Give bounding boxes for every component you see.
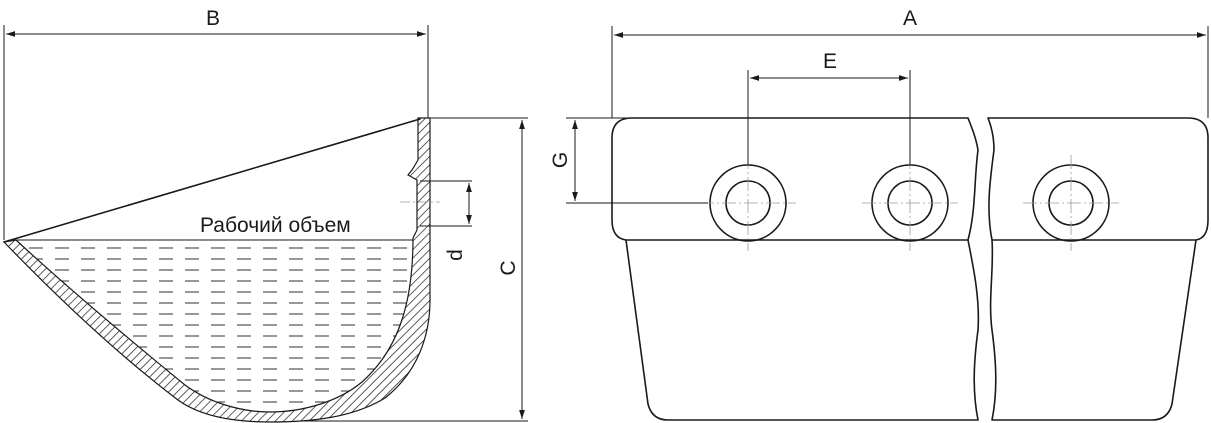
dim-g-label: G bbox=[549, 152, 572, 168]
bucket-front-right-part bbox=[987, 117, 1209, 421]
bucket-front-left-part bbox=[611, 117, 980, 421]
bucket-top-edge bbox=[3, 118, 421, 243]
side-view: d B C Рабочий объем bbox=[2, 7, 528, 423]
bucket-shell-section bbox=[2, 117, 431, 423]
dim-e-label: E bbox=[823, 50, 837, 73]
dim-d-label: d bbox=[444, 249, 467, 261]
dim-b-label: B bbox=[206, 7, 220, 30]
bolt-hole-3 bbox=[1023, 155, 1119, 251]
dim-a-label: A bbox=[903, 7, 917, 30]
front-view: A E G bbox=[549, 7, 1209, 421]
bolt-hole-2 bbox=[862, 155, 958, 251]
working-volume-caption: Рабочий объем bbox=[200, 214, 351, 237]
bolt-hole-1 bbox=[700, 155, 796, 251]
working-volume-area bbox=[16, 240, 413, 412]
dim-c-label: C bbox=[497, 260, 520, 275]
